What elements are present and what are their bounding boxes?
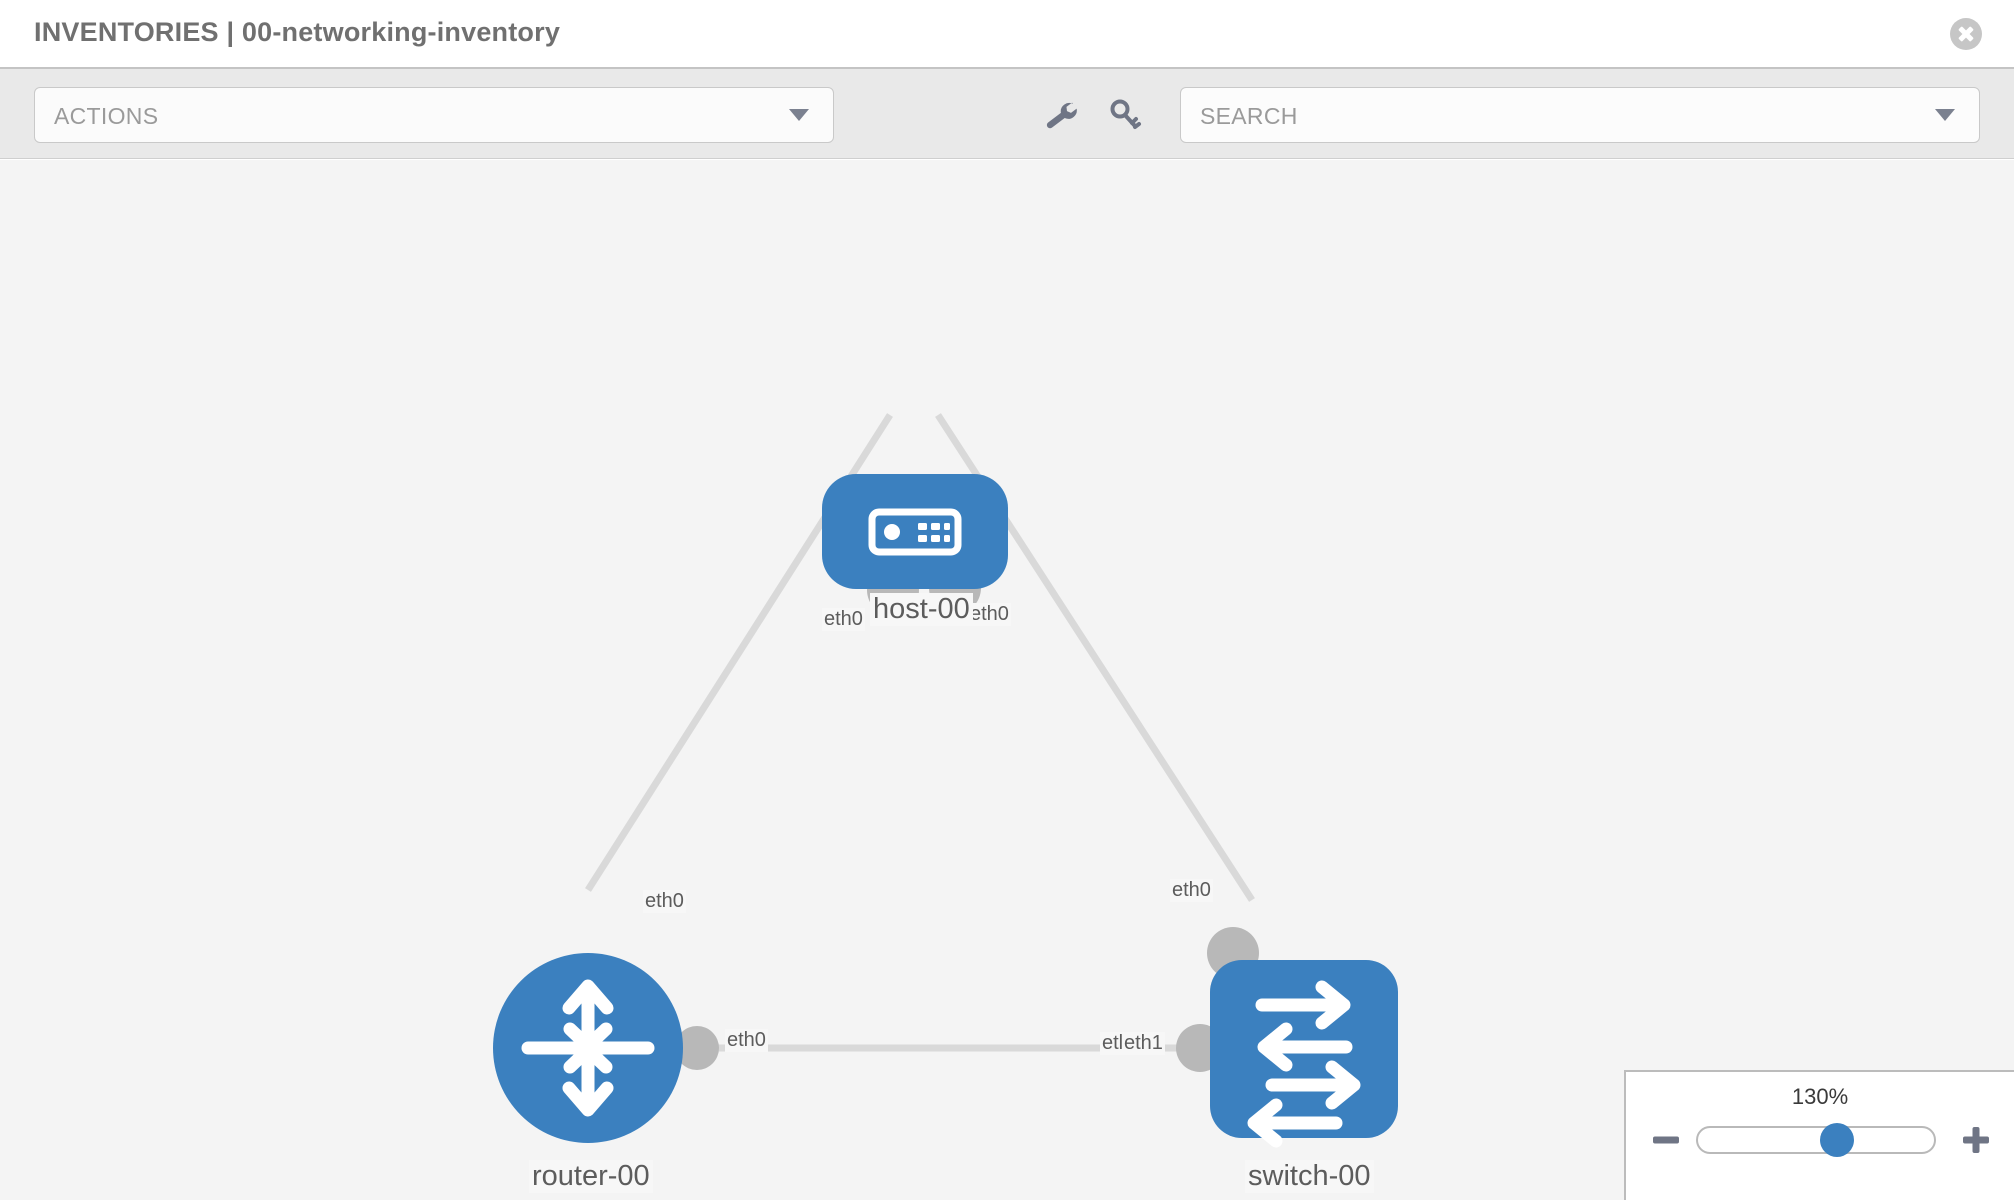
port-label-switch00-up: eth0 (1170, 879, 1213, 902)
node-label-switch-00: switch-00 (1245, 1160, 1374, 1193)
zoom-level-value: 130% (1791, 1084, 1849, 1109)
zoom-control-panel: 130% (1624, 1070, 2014, 1200)
chevron-down-icon (1935, 109, 1955, 121)
actions-dropdown[interactable]: ACTIONS (34, 87, 834, 143)
node-router-00[interactable] (493, 953, 683, 1143)
node-label-router-00: router-00 (529, 1160, 653, 1193)
topology-ports (675, 562, 1259, 1072)
search-placeholder: SEARCH (1200, 103, 1298, 129)
port-label-router00-up: eth0 (643, 890, 686, 913)
zoom-slider-handle[interactable] (1820, 1123, 1855, 1157)
key-icon[interactable] (1102, 93, 1146, 137)
toolbar: ACTIONS SEARCH (0, 69, 2014, 159)
chevron-down-icon (789, 109, 809, 121)
close-icon[interactable] (1950, 18, 1982, 50)
actions-dropdown-label: ACTIONS (54, 103, 159, 129)
topology-canvas[interactable]: eth0 eth0 eth0 eth0 eth0 etl eth1 host-0… (0, 160, 2014, 1200)
node-label-host-00: host-00 (870, 593, 973, 626)
node-switch-00[interactable] (1210, 960, 1398, 1148)
port-label-host00-left: eth0 (822, 608, 865, 631)
topology-svg (493, 413, 1398, 1148)
port-router00-right[interactable] (675, 1026, 719, 1070)
zoom-slider[interactable] (1696, 1123, 1936, 1157)
minus-icon[interactable] (1650, 1124, 1682, 1156)
port-label-switch00-left-b: eth1 (1122, 1032, 1165, 1055)
port-label-host00-right: eth0 (968, 603, 1011, 626)
page-title: INVENTORIES | 00-networking-inventory (34, 17, 561, 47)
port-label-router00-right: eth0 (725, 1029, 768, 1052)
network-topology-graph: eth0 eth0 eth0 eth0 eth0 etl eth1 host-0… (0, 160, 2014, 1200)
search-input[interactable]: SEARCH (1180, 87, 1980, 143)
port-label-switch00-left-a: etl (1100, 1032, 1126, 1055)
plus-icon[interactable] (1960, 1124, 1992, 1156)
node-host-00[interactable] (822, 474, 1008, 589)
page-header: INVENTORIES | 00-networking-inventory (0, 0, 2014, 69)
wrench-icon[interactable] (1040, 93, 1084, 137)
